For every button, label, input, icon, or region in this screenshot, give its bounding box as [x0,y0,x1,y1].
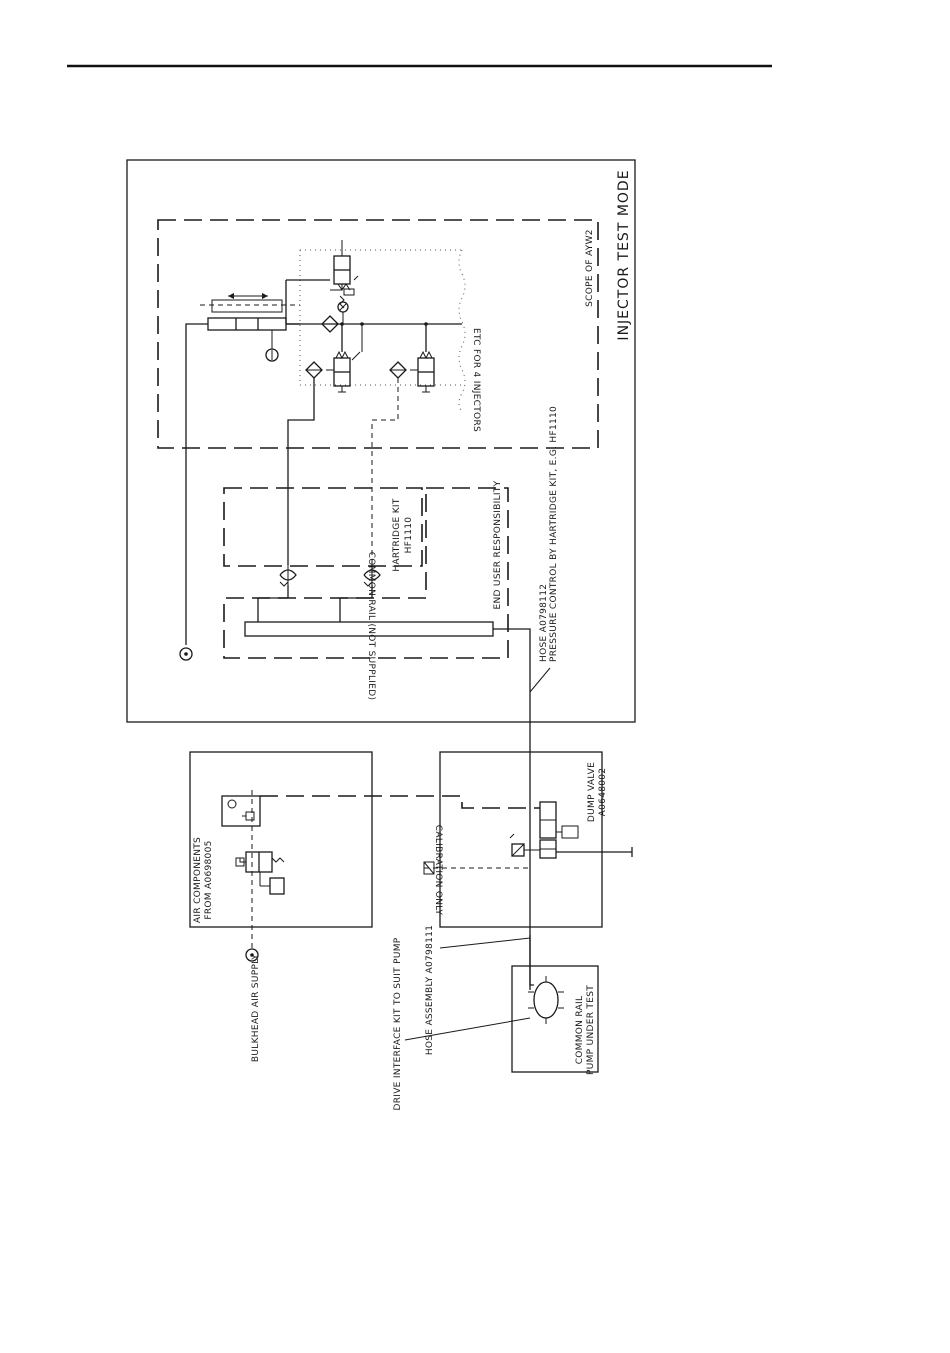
test-cylinder [200,279,330,331]
common-rail-label: COMMON RAIL (NOT SUPPLIED) [366,552,376,701]
cylinder-air-line [185,323,208,645]
pump-feed-line [529,935,534,986]
cylinder-gauge-icon [265,330,279,362]
air-port-icon [179,647,193,661]
etc-injectors-label: ETC FOR 4 INJECTORS [471,328,481,432]
dump-valve-label-2: A0648002 [598,768,608,817]
dump-valve-box [439,751,603,928]
injector-test-mode-label: INJECTOR TEST MODE [616,169,632,340]
injector-bank-dotted-region [299,249,466,412]
top-gauge-icon [337,301,349,324]
air-components-label-2: FROM A0698005 [204,840,214,919]
hose-assembly-leader [439,937,531,949]
top-injector-valve [330,240,359,309]
air-signal-line [260,795,540,809]
dump-valve-icon [509,801,579,859]
pump-icon [528,976,564,1024]
bulkhead-air-label: BULKHEAD AIR SUPPLY [251,954,261,1062]
hartridge-regulator-1 [257,565,297,622]
air-components-box [189,751,373,928]
injector-station-1 [287,322,364,565]
calibration-label: CALIBRATION ONLY [433,825,443,916]
pump-label-2: PUMP UNDER TEST [586,985,596,1075]
injector-station-2 [371,322,435,565]
pump-under-test-box [511,965,599,1073]
air-regulator-icon [221,795,261,827]
hose-assembly-label: HOSE ASSEMBLY A0798111 [425,925,435,1055]
drive-interface-label: DRIVE INTERFACE KIT TO SUIT PUMP [393,937,403,1110]
hose-rail-label: HOSE A0798112 [539,584,549,662]
injector-test-mode-boundary [126,159,636,723]
hartridge-regulator-2 [339,565,381,622]
end-user-boundary [223,487,509,659]
end-user-label: END USER RESPONSIBILITY [493,480,503,609]
pump-label-1: COMMON RAIL [575,996,585,1065]
air-components-label-1: AIR COMPONENTS [193,837,203,923]
dump-valve-label-1: DUMP VALVE [587,762,597,822]
calibration-port-icon [423,861,435,875]
scope-ayw2-boundary [157,219,599,449]
drive-interface-leader [404,1017,531,1041]
bulkhead-air-port-icon [245,948,259,962]
hartridge-kit-boundary [223,487,423,567]
scope-label: SCOPE OF AYW2 [585,229,595,307]
hartridge-kit-label-1: HARTRIDGE KIT [392,498,402,572]
top-filter-icon [321,315,339,333]
rail-hose-leader [529,667,551,693]
hartridge-kit-label-2: HF1110 [404,517,414,554]
rail-feed-line [493,628,531,990]
pressure-control-label: PRESSURE CONTROL BY HARTRIDGE KIT, E.G. … [549,406,559,662]
air-solenoid-valve-icon [235,851,285,895]
